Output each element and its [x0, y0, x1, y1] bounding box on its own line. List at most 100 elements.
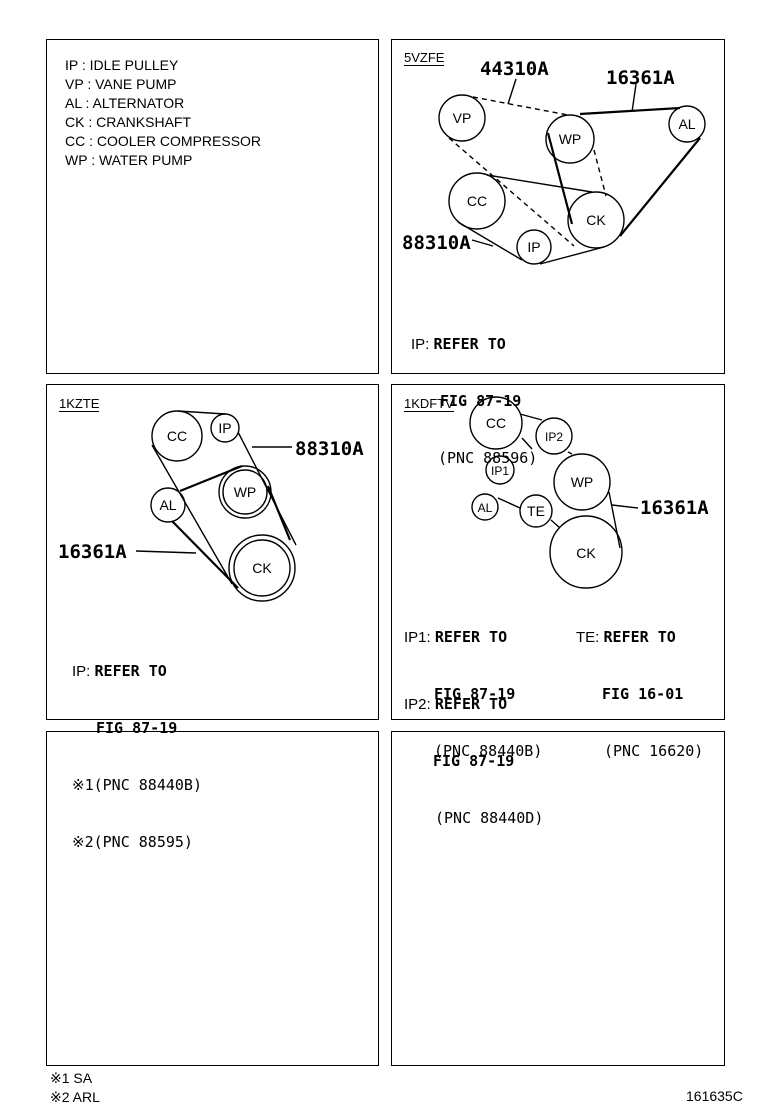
- part-number-16361a: 16361A: [606, 67, 675, 89]
- note-pnc: (PNC 88440D): [435, 809, 544, 827]
- part-number-16361a: 16361A: [58, 541, 127, 563]
- note-line: REFER TO: [433, 335, 506, 353]
- part-number-88310a: 88310A: [402, 232, 471, 254]
- part-number-44310a: 44310A: [480, 58, 549, 80]
- legend-al: AL : ALTERNATOR: [65, 95, 185, 111]
- pulley-te: [519, 494, 553, 528]
- diagram-5vzfe: [438, 78, 706, 265]
- pulley-wp: [545, 114, 595, 164]
- pulley-ip: [516, 229, 552, 265]
- note-line: REFER TO: [94, 662, 167, 680]
- panel-1kzte: [46, 384, 379, 720]
- note-pnc: (PNC 88440B): [434, 742, 543, 760]
- note-ip2-1kdftv: IP2: REFER TO FIG 87-19 (PNC 88440D): [404, 657, 543, 847]
- footnote-2: ※2 ARL: [50, 1089, 100, 1105]
- pulley-cc: [469, 396, 523, 450]
- leader-16361a: [611, 504, 639, 509]
- pulley-cc: [448, 172, 506, 230]
- pulley-ck-inner: [233, 539, 291, 597]
- leader-16361a: [631, 83, 637, 113]
- legend-ip: IP : IDLE PULLEY: [65, 57, 179, 73]
- leader-44310a: [507, 78, 517, 105]
- legend-vp: VP : VANE PUMP: [65, 76, 177, 92]
- leader-16361a: [135, 550, 197, 554]
- footnote-1: ※1 SA: [50, 1070, 93, 1086]
- label-wp: WP: [559, 131, 582, 147]
- belt-88310a: [151, 410, 297, 585]
- note-line: REFER TO: [434, 628, 508, 646]
- label-ck: CK: [586, 212, 606, 228]
- label-ck: CK: [576, 545, 596, 561]
- diagram-1kzte: [135, 410, 297, 602]
- label-ip: IP: [527, 239, 540, 255]
- note-line: FIG 87-19: [434, 685, 516, 703]
- belt-16361a: [497, 413, 621, 549]
- legend-ck: CK : CRANKSHAFT: [65, 114, 192, 130]
- pulley-ck: [567, 191, 625, 249]
- pulley-cc: [151, 410, 203, 462]
- note-ip-1kzte: IP: REFER TO FIG 87-19 ※1(PNC 88440B) ※2…: [72, 624, 202, 871]
- label-cc: CC: [486, 415, 506, 431]
- belt-88310a: [457, 174, 605, 265]
- label-ip1: IP1: [491, 464, 509, 478]
- label-ck: CK: [252, 560, 272, 576]
- note-line: REFER TO: [603, 628, 676, 646]
- label-ip: IP: [218, 420, 231, 436]
- engine-label-1kzte: 1KZTE: [59, 396, 100, 412]
- legend-panel: IP : IDLE PULLEY VP : VANE PUMP AL : ALT…: [46, 39, 379, 374]
- pulley-al: [150, 487, 186, 523]
- note-pnc-2: ※2(PNC 88595): [72, 833, 193, 851]
- label-ip2: IP2: [545, 430, 563, 444]
- figure-id: 161635C: [686, 1088, 743, 1104]
- pulley-ip1: [485, 455, 515, 485]
- part-number-88310a: 88310A: [295, 438, 364, 460]
- note-ip1-1kdftv: IP1: REFER TO FIG 87-19 (PNC 88440B): [404, 590, 542, 780]
- label-wp: WP: [571, 474, 594, 490]
- note-pnc: (PNC 16620): [604, 742, 704, 760]
- label-al: AL: [678, 116, 695, 132]
- pulley-labels-5vzfe: VP WP AL CC CK IP: [453, 110, 696, 255]
- engine-label-1kdftv: 1KDFTV: [404, 396, 454, 412]
- pulley-wp: [553, 453, 611, 511]
- pulley-labels-1kdftv: CC IP2 IP1 WP AL TE CK: [478, 415, 597, 561]
- belt-44310a: [448, 96, 607, 247]
- note-te-1kdftv: TE: REFER TO FIG 16-01 (PNC 16620): [576, 590, 703, 780]
- panel-5vzfe: [391, 39, 725, 374]
- label-al: AL: [478, 501, 493, 515]
- label-te: TE: [527, 503, 545, 519]
- diagram-1kdftv: [469, 396, 639, 589]
- legend-wp: WP : WATER PUMP: [65, 152, 193, 168]
- note-line: FIG 16-01: [602, 685, 684, 703]
- note-prefix: TE:: [576, 629, 600, 646]
- note-line: REFER TO: [434, 695, 508, 713]
- label-vp: VP: [453, 110, 472, 126]
- pulley-al: [471, 493, 499, 521]
- note-line: FIG 87-19: [433, 752, 515, 770]
- note-prefix: IP:: [72, 663, 91, 680]
- pulley-ck: [228, 534, 296, 602]
- pulley-al: [668, 105, 706, 143]
- note-prefix: IP1:: [404, 629, 431, 646]
- empty-panel-left: [46, 731, 379, 1066]
- pulley-wp-inner: [222, 469, 268, 515]
- pulley-vp: [438, 94, 486, 142]
- part-number-16361a: 16361A: [640, 497, 709, 519]
- panel-1kdftv: [391, 384, 725, 720]
- pulley-labels-1kzte: CC IP AL WP CK: [159, 420, 272, 576]
- label-al: AL: [159, 497, 176, 513]
- note-line: FIG 87-19: [96, 719, 178, 737]
- pulley-ip2: [535, 417, 573, 455]
- engine-label-5vzfe: 5VZFE: [404, 50, 445, 66]
- note-ip-5vzfe: IP: REFER TO FIG 87-19 (PNC 88596): [411, 297, 537, 487]
- belt-16361a: [546, 106, 701, 237]
- note-pnc-1: ※1(PNC 88440B): [72, 776, 202, 794]
- pulley-ck: [549, 515, 623, 589]
- leader-88310a: [471, 239, 494, 247]
- legend-cc: CC : COOLER COMPRESSOR: [65, 133, 262, 149]
- label-cc: CC: [467, 193, 487, 209]
- belt-16361a: [171, 464, 292, 589]
- note-pnc: (PNC 88596): [438, 449, 538, 467]
- note-line: FIG 87-19: [440, 392, 522, 410]
- note-prefix: IP:: [411, 336, 430, 353]
